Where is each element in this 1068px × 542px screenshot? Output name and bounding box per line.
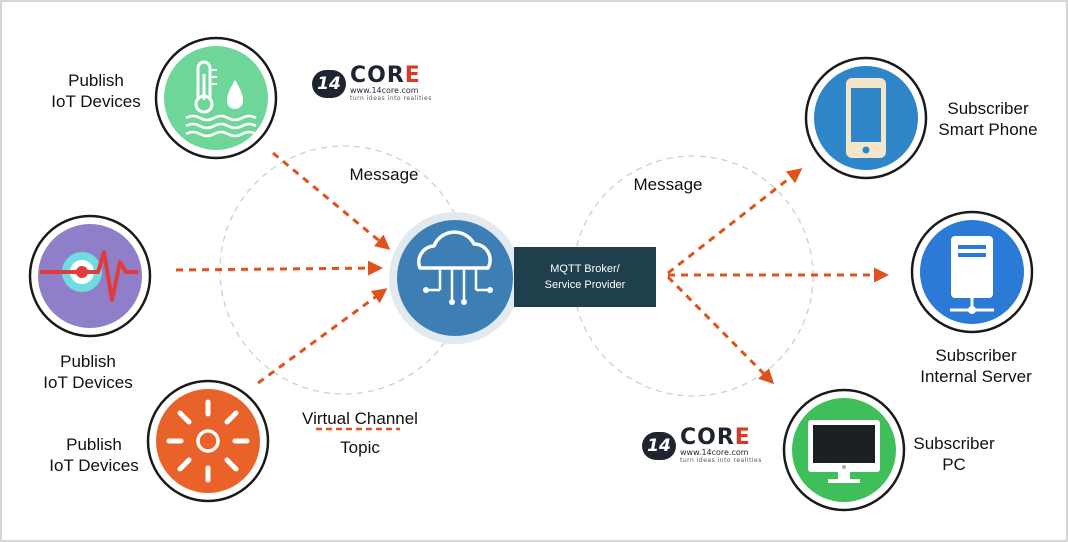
arrow-subscriber-phone [667,168,803,275]
logo-word-accent: E [734,425,751,450]
server-icon [910,210,1034,334]
heartbeat-target-icon [28,214,152,338]
logo-word: CORE [350,63,432,88]
logo-url: www.14core.com [680,448,749,457]
logo-badge: 14 [642,432,676,460]
subscriber-label-server: Subscriber Internal Server [914,345,1038,387]
subscriber-phone-line2: Smart Phone [938,120,1038,139]
legend-line2: Topic [340,438,380,457]
logo-word: CORE [680,425,762,450]
arrow-publisher-3 [257,288,388,385]
logo-word-main: COR [680,425,735,450]
sunburst-icon [146,379,270,503]
14core-logo-top: 14 CORE www.14core.com turn ideas into r… [312,63,432,103]
logo-url: www.14core.com [350,86,419,95]
subscriber-pc-line2: PC [942,455,966,474]
publisher-label-3: Publish IoT Devices [44,434,144,476]
publisher-3-line1: Publish [66,435,122,454]
publisher-label-2: Publish IoT Devices [38,351,138,393]
cloud-circuit-icon [389,212,521,344]
thermometer-water-icon [154,36,278,160]
publisher-3-line2: IoT Devices [49,456,139,475]
arrow-subscriber-pc [666,275,775,385]
message-label-right: Message [628,174,708,195]
message-label-left: Message [344,164,424,185]
14core-logo-bottom: 14 CORE www.14core.com turn ideas into r… [642,425,762,465]
logo-badge: 14 [312,70,346,98]
subscriber-label-phone: Subscriber Smart Phone [928,98,1048,140]
logo-tagline: turn ideas into realities [680,457,762,464]
publisher-1-line2: IoT Devices [51,92,141,111]
subscriber-pc-line1: Subscriber [913,434,995,453]
monitor-icon [782,388,906,512]
logo-word-main: COR [350,63,405,88]
subscriber-server-line2: Internal Server [920,367,1032,386]
subscriber-phone-line1: Subscriber [947,99,1029,118]
logo-text: CORE www.14core.com turn ideas into real… [680,425,762,465]
legend-line1: Virtual Channel [302,409,418,428]
arrow-publisher-2 [175,260,383,276]
logo-tagline: turn ideas into realities [350,95,432,102]
publisher-label-1: Publish IoT Devices [46,70,146,112]
broker-label-line2: Service Provider [544,279,626,291]
logo-text: CORE www.14core.com turn ideas into real… [350,63,432,103]
broker-label-line1: MQTT Broker/ [550,263,620,275]
message-right-text: Message [633,175,703,194]
subscriber-server-line1: Subscriber [935,346,1017,365]
logo-word-accent: E [404,63,421,88]
smartphone-icon [804,56,928,180]
subscriber-label-pc: Subscriber PC [902,433,1006,475]
publisher-2-line1: Publish [60,352,116,371]
legend-topic: Topic [320,437,400,458]
legend-virtual-channel: Virtual Channel [300,408,420,429]
publisher-1-line1: Publish [68,71,124,90]
publisher-2-line2: IoT Devices [43,373,133,392]
mqtt-broker-box: MQTT Broker/ Service Provider [514,247,656,307]
message-left-text: Message [349,165,419,184]
